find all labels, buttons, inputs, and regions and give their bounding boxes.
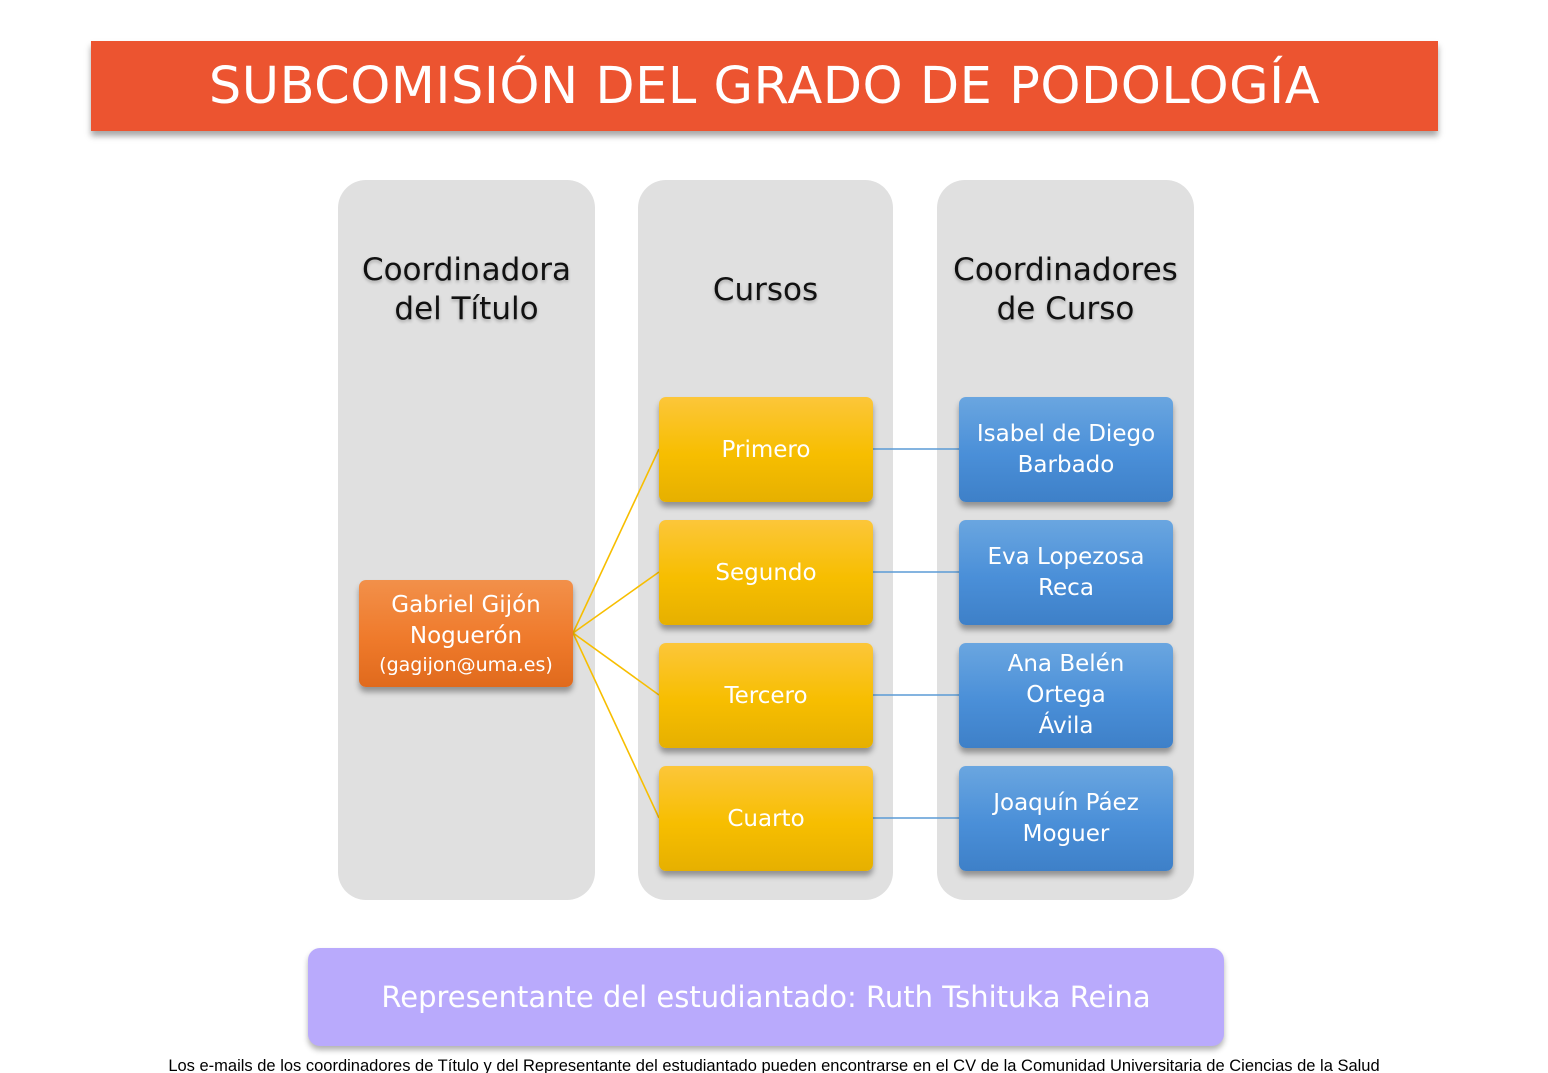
coordinator-name-line1: Joaquín Páez [993, 789, 1139, 816]
coordinator-name-line2: Barbado [1017, 451, 1115, 478]
student-representative-box: Representante del estudiantado: Ruth Tsh… [308, 948, 1224, 1046]
course-label: Segundo [715, 559, 817, 586]
coordinator-name-line2: Ávila [1038, 713, 1094, 739]
coordinator-box-tercero: Ana Belén Ortega Ávila [959, 643, 1173, 748]
title-banner: SUBCOMISIÓN DEL GRADO DE PODOLOGÍA [91, 41, 1438, 131]
coordinator-name-line2: Reca [1038, 574, 1094, 601]
coordinator-name-line1: Ana Belén Ortega [1007, 651, 1125, 708]
course-box-tercero: Tercero [659, 643, 873, 748]
coordinator-box-cuarto: Joaquín Páez Moguer [959, 766, 1173, 871]
column-header-courses: Cursos [712, 271, 819, 308]
course-box-segundo: Segundo [659, 520, 873, 625]
column-header-title-coordinator: Coordinadora del Título [361, 252, 572, 327]
course-label: Primero [721, 436, 811, 463]
connector-head-tercero [572, 632, 660, 696]
course-label: Cuarto [727, 805, 805, 832]
coordinator-box-primero: Isabel de Diego Barbado [959, 397, 1173, 502]
title-coordinator-name-line1: Gabriel Gijón [391, 591, 541, 618]
coordinator-name-line1: Isabel de Diego [976, 420, 1156, 447]
footnote: Los e-mails de los coordinadores de Títu… [168, 1057, 1380, 1073]
head-to-course-connectors [572, 448, 660, 819]
coordinator-name-line2: Moguer [1022, 820, 1110, 847]
title-coordinator-box: Gabriel Gijón Noguerón (gagijon@uma.es) [359, 580, 573, 687]
connector-head-cuarto [572, 632, 660, 819]
course-box-cuarto: Cuarto [659, 766, 873, 871]
title-coordinator-name-line2: Noguerón [409, 622, 523, 649]
coordinator-box-segundo: Eva Lopezosa Reca [959, 520, 1173, 625]
connector-head-segundo [572, 571, 660, 634]
page-title: SUBCOMISIÓN DEL GRADO DE PODOLOGÍA [208, 56, 1321, 116]
column-title-coordinator: Coordinadora del Título [338, 180, 595, 900]
connector-head-primero [572, 448, 660, 634]
student-representative-label: Representante del estudiantado: Ruth Tsh… [381, 980, 1151, 1014]
course-to-coordinator-connectors [873, 448, 959, 819]
course-label: Tercero [724, 682, 808, 709]
title-coordinator-email: (gagijon@uma.es) [379, 653, 553, 676]
course-box-primero: Primero [659, 397, 873, 502]
coordinator-name-line1: Eva Lopezosa [987, 543, 1145, 570]
column-header-course-coordinators: Coordinadores de Curso [953, 252, 1178, 327]
